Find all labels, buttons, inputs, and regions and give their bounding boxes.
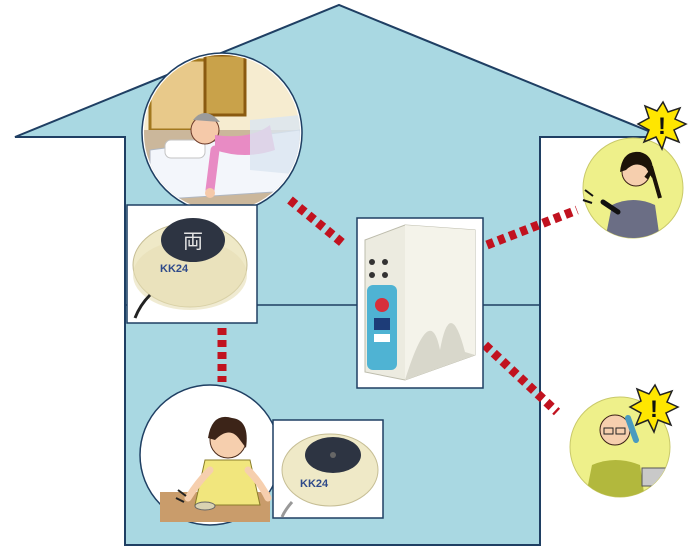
button-logo-1: KK24	[160, 263, 189, 275]
bedroom-scene	[141, 52, 303, 214]
button-face-glyph: 両	[183, 229, 203, 253]
alert-mark-2: !	[650, 396, 658, 423]
daughter-mobile-call-scene	[582, 137, 684, 239]
kitchen-scene	[139, 384, 281, 526]
signal-link-daughter-phone	[485, 205, 579, 250]
alert-burst-1: !	[636, 100, 688, 151]
alert-burst-2: !	[628, 383, 680, 434]
emergency-button-photo-1: 両 KK24	[126, 204, 258, 324]
signal-links	[217, 196, 579, 416]
button-logo-2: KK24	[300, 478, 329, 490]
alert-mark-1: !	[658, 113, 666, 140]
central-receiver-unit	[356, 217, 484, 389]
signal-link-father-phone	[481, 341, 561, 416]
emergency-button-photo-2: KK24	[272, 419, 384, 519]
